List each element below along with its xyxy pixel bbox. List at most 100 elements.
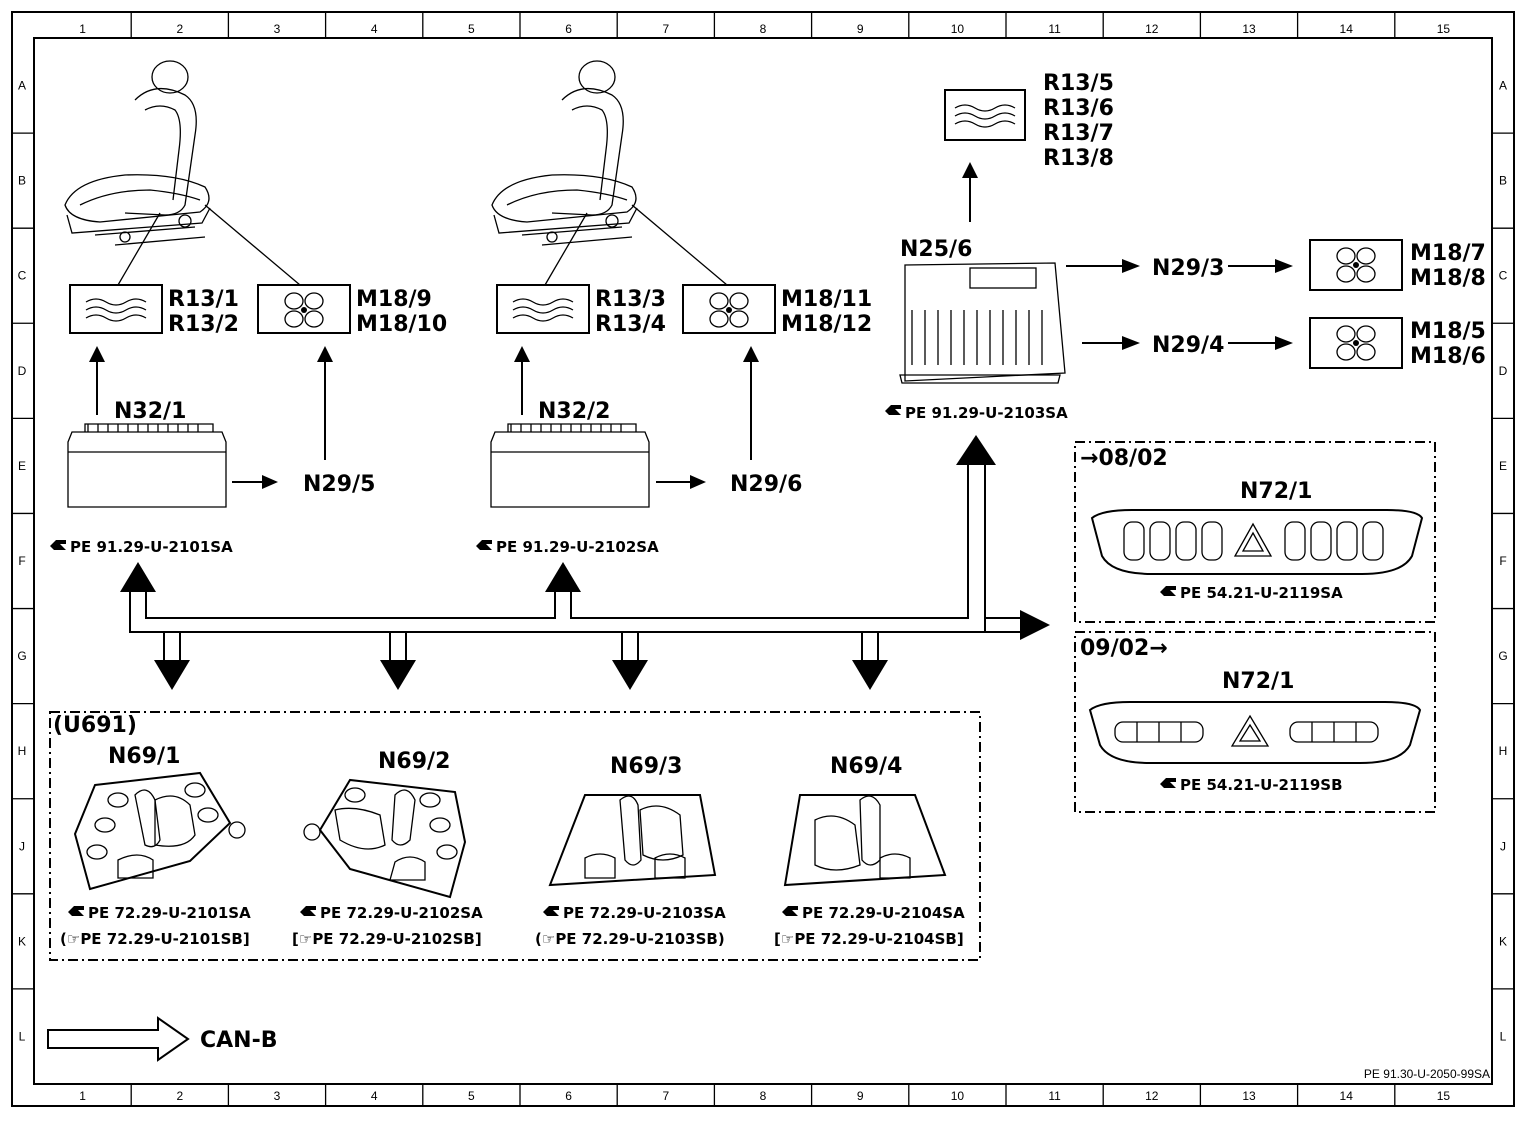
seat-left-icon xyxy=(64,60,211,246)
heater-left-label-1: R13/1 xyxy=(168,287,239,312)
grid-row-label-left: F xyxy=(18,554,25,568)
grid-col-label-bottom: 12 xyxy=(1145,1089,1159,1103)
switch-1-ref-b: (☞PE 72.29-U-2101SB] xyxy=(60,930,250,948)
grid-row-label-left: D xyxy=(18,364,27,378)
panel-2-date: 09/02→ xyxy=(1080,636,1168,661)
fan-left-label-2: M18/10 xyxy=(356,312,447,337)
control-unit-rear-icon xyxy=(899,262,1066,384)
panel-1-date: →08/02 xyxy=(1080,446,1168,471)
grid-row-label-left: C xyxy=(18,269,27,283)
grid-col-label-top: 1 xyxy=(79,22,86,36)
output-right-label: N29/6 xyxy=(730,472,802,497)
grid-col-label-top: 15 xyxy=(1437,22,1451,36)
switch-1-name: N69/1 xyxy=(108,744,180,769)
fan-rear-lower-label-2: M18/6 xyxy=(1410,344,1486,369)
grid-labels: 1122334455667788991010111112121313141415… xyxy=(12,12,1514,1106)
switch-panel-frame-1 xyxy=(1074,441,1436,623)
switch-3-ref-a: PE 72.29-U-2103SA xyxy=(563,904,726,922)
grid-row-label-left: K xyxy=(18,934,26,948)
rear-group: R13/5 R13/6 R13/7 R13/8 N25/6 N29/3 M18/… xyxy=(885,71,1486,422)
grid-col-label-top: 7 xyxy=(662,22,669,36)
grid-col-label-bottom: 7 xyxy=(662,1089,669,1103)
grid-col-label-bottom: 4 xyxy=(371,1089,378,1103)
grid-row-label-right: E xyxy=(1499,459,1507,473)
switch-2-ref-b: [☞PE 72.29-U-2102SB] xyxy=(292,930,482,948)
grid-row-label-left: G xyxy=(17,649,26,663)
switch-3-ref-b: (☞PE 72.29-U-2103SB) xyxy=(535,930,725,948)
grid-col-label-top: 13 xyxy=(1242,22,1256,36)
fan-rear-upper-label-1: M18/7 xyxy=(1410,241,1486,266)
switch-3-name: N69/3 xyxy=(610,754,682,779)
heater-left-label-2: R13/2 xyxy=(168,312,239,337)
grid-col-label-top: 11 xyxy=(1048,22,1061,36)
grid-row-label-right: C xyxy=(1499,269,1508,283)
grid-col-label-top: 9 xyxy=(857,22,864,36)
switch-panel-frame-2 xyxy=(1074,631,1436,813)
grid-col-label-bottom: 1 xyxy=(79,1089,86,1103)
switch-2-ref-a: PE 72.29-U-2102SA xyxy=(320,904,483,922)
legend-can-b-arrow-icon xyxy=(47,1016,190,1062)
grid-col-label-top: 2 xyxy=(176,22,183,36)
switch-4-name: N69/4 xyxy=(830,754,902,779)
grid-col-label-bottom: 11 xyxy=(1048,1089,1061,1103)
heater-right-box xyxy=(496,284,590,334)
grid-row-label-right: H xyxy=(1499,744,1508,758)
grid-col-label-bottom: 5 xyxy=(468,1089,475,1103)
switch-2-icon xyxy=(303,778,467,899)
footer-ref: PE 91.30-U-2050-99SA xyxy=(1364,1067,1490,1081)
switch-4-ref-b: [☞PE 72.29-U-2104SB] xyxy=(774,930,964,948)
switch-1-icon xyxy=(73,771,246,891)
grid-col-label-bottom: 13 xyxy=(1242,1089,1256,1103)
grid-row-label-right: J xyxy=(1500,839,1506,853)
grid-row-label-right: F xyxy=(1499,554,1506,568)
ref-rear: PE 91.29-U-2103SA xyxy=(905,404,1068,422)
grid-row-label-left: L xyxy=(19,1029,26,1043)
grid-row-label-left: E xyxy=(18,459,26,473)
panel-2-buttons xyxy=(1114,714,1379,747)
control-unit-right-label: N32/2 xyxy=(538,399,610,424)
fan-right-box xyxy=(682,284,776,334)
grid-col-label-bottom: 9 xyxy=(857,1089,864,1103)
grid-col-label-top: 4 xyxy=(371,22,378,36)
grid-col-label-bottom: 2 xyxy=(176,1089,183,1103)
grid-row-label-right: A xyxy=(1499,79,1507,93)
seat-left-group: R13/1 R13/2 M18/9 M18/10 N32/1 N29/5 PE … xyxy=(50,60,447,556)
panel-2-unit: N72/1 xyxy=(1222,669,1294,694)
switch-3-icon xyxy=(548,794,717,887)
output-rear-upper-label: N29/3 xyxy=(1152,256,1224,281)
heater-rear-label-3: R13/7 xyxy=(1043,121,1114,146)
output-left-label: N29/5 xyxy=(303,472,375,497)
grid-row-label-left: H xyxy=(18,744,27,758)
legend-can-b-label: CAN-B xyxy=(200,1028,277,1053)
grid-col-label-top: 14 xyxy=(1340,22,1354,36)
switch-4-icon xyxy=(783,794,947,887)
grid-col-label-bottom: 6 xyxy=(565,1089,572,1103)
seat-right-icon xyxy=(491,60,638,246)
heater-rear-label-2: R13/6 xyxy=(1043,96,1114,121)
grid-col-label-top: 5 xyxy=(468,22,475,36)
control-unit-left-label: N32/1 xyxy=(114,399,186,424)
switch-group-code: (U691) xyxy=(53,713,137,738)
heater-rear-label-4: R13/8 xyxy=(1043,146,1114,171)
grid-col-label-top: 8 xyxy=(760,22,767,36)
fan-right-label-1: M18/11 xyxy=(781,287,872,312)
output-rear-lower-label: N29/4 xyxy=(1152,333,1224,358)
fan-rear-upper-label-2: M18/8 xyxy=(1410,266,1486,291)
panel-1-ref: PE 54.21-U-2119SA xyxy=(1180,584,1343,602)
grid-col-label-top: 3 xyxy=(274,22,281,36)
ref-left: PE 91.29-U-2101SA xyxy=(70,538,233,556)
panel-2-ref: PE 54.21-U-2119SB xyxy=(1180,776,1343,794)
switch-panel-group: →08/02 N72/1 PE 54.21-U-2119SA 09/02→ N7… xyxy=(1074,441,1436,813)
grid-row-label-left: J xyxy=(19,839,25,853)
legend: CAN-B xyxy=(47,1016,277,1062)
outer-frame xyxy=(11,11,1515,1107)
grid-row-label-right: K xyxy=(1499,934,1507,948)
grid-col-label-top: 12 xyxy=(1145,22,1159,36)
grid-col-label-top: 6 xyxy=(565,22,572,36)
panel-1-buttons xyxy=(1123,521,1384,561)
control-unit-right-icon xyxy=(490,423,650,508)
grid-row-label-right: L xyxy=(1500,1029,1507,1043)
ref-right: PE 91.29-U-2102SA xyxy=(496,538,659,556)
switch-group: (U691) N69/1 PE 72.29-U-2101SA (☞PE 72.2… xyxy=(49,711,981,961)
switch-2-name: N69/2 xyxy=(378,749,450,774)
